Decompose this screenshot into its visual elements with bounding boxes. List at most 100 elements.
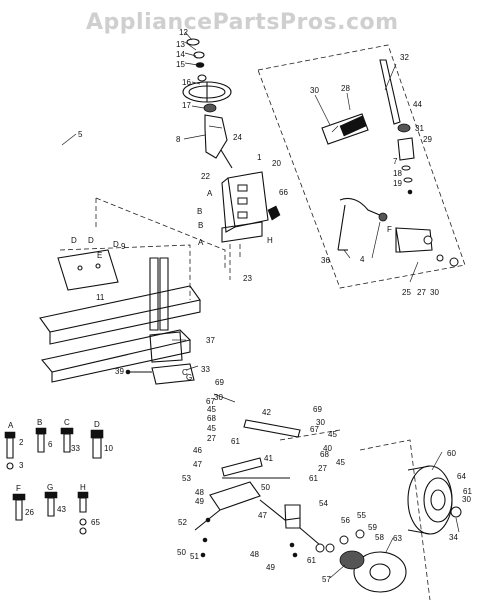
callout-16: 16 — [182, 78, 191, 87]
callout-50b: 50 — [177, 548, 186, 557]
callout-15: 15 — [176, 60, 185, 69]
callout-44: 44 — [413, 100, 422, 109]
callout-57: 57 — [322, 575, 331, 584]
callout-42: 42 — [262, 408, 271, 417]
callout-43: 43 — [57, 505, 66, 514]
callout-18: 18 — [393, 169, 402, 178]
callout-30d: 30 — [316, 418, 325, 427]
callout-25: 25 — [402, 288, 411, 297]
callout-11: 11 — [96, 293, 105, 302]
legend-letter-F: F — [16, 484, 21, 493]
letter-F-1: F — [387, 225, 392, 234]
letter-B-1: B — [197, 207, 202, 216]
callout-46: 46 — [193, 446, 202, 455]
callout-49a: 49 — [195, 497, 204, 506]
legend-letter-H: H — [80, 483, 86, 492]
callout-4: 4 — [360, 255, 365, 264]
callout-64: 64 — [457, 472, 466, 481]
callout-69a: 69 — [215, 378, 224, 387]
callout-14: 14 — [176, 50, 185, 59]
callout-5: 5 — [78, 130, 83, 139]
callout-45b: 45 — [207, 424, 216, 433]
letter-G-1: G — [186, 373, 192, 382]
callout-60: 60 — [447, 449, 456, 458]
callout-56: 56 — [341, 516, 350, 525]
callout-52: 52 — [178, 518, 187, 527]
callout-1: 1 — [257, 153, 262, 162]
callout-17: 17 — [182, 101, 191, 110]
callout-24: 24 — [233, 133, 242, 142]
brake-linkage-group — [194, 419, 365, 558]
letter-A-1: A — [207, 189, 213, 198]
legend-letter-B: B — [37, 418, 42, 427]
wheel-assembly — [339, 439, 462, 600]
callout-7: 7 — [393, 157, 398, 166]
callout-30b: 30 — [430, 288, 439, 297]
callout-61a: 61 — [231, 437, 240, 446]
callout-45a: 45 — [207, 405, 216, 414]
callout-47b: 47 — [258, 511, 267, 520]
callout-48b: 48 — [250, 550, 259, 559]
callout-2: 2 — [19, 438, 24, 447]
callout-68b: 68 — [320, 450, 329, 459]
callout-6: 6 — [48, 440, 53, 449]
callout-50a: 50 — [261, 483, 270, 492]
callout-26: 26 — [25, 508, 34, 517]
callout-8: 8 — [176, 135, 181, 144]
callout-49b: 49 — [266, 563, 275, 572]
callout-61b: 61 — [309, 474, 318, 483]
letter-B-2: B — [198, 221, 203, 230]
callout-13: 13 — [176, 40, 185, 49]
legend-letter-A: A — [8, 421, 14, 430]
callout-27c: 27 — [318, 464, 327, 473]
callout-45c: 45 — [328, 430, 337, 439]
callout-69b: 69 — [313, 405, 322, 414]
callout-63: 63 — [393, 534, 402, 543]
callout-10: 10 — [104, 444, 113, 453]
letter-H-1: H — [267, 236, 273, 245]
callout-20: 20 — [272, 159, 281, 168]
callout-27b: 27 — [207, 434, 216, 443]
callout-59: 59 — [368, 523, 377, 532]
callout-66: 66 — [279, 188, 288, 197]
callout-30c: 30 — [214, 393, 223, 402]
legend-letter-D: D — [94, 420, 100, 429]
callout-22: 22 — [201, 172, 210, 181]
callout-51: 51 — [190, 552, 199, 561]
letter-D-3: D — [113, 240, 119, 249]
callout-32: 32 — [400, 53, 409, 62]
leader-lines — [61, 31, 460, 579]
callout-19: 19 — [393, 179, 402, 188]
callout-labels: 1 2 3 4 5 6 7 8 9 10 11 12 13 14 15 16 1… — [19, 28, 472, 584]
callout-61d: 61 — [463, 487, 472, 496]
callout-34: 34 — [449, 533, 458, 542]
callout-61c: 61 — [307, 556, 316, 565]
callout-47a: 47 — [193, 460, 202, 469]
steering-wheel-assembly — [182, 38, 233, 169]
callout-9: 9 — [121, 242, 126, 251]
callout-40: 40 — [323, 444, 332, 453]
callout-30e: 30 — [462, 495, 471, 504]
callout-67b: 67 — [310, 425, 319, 434]
callout-3: 3 — [19, 461, 24, 470]
dash-panel-assembly — [221, 171, 281, 280]
letter-C-1: C — [182, 368, 188, 377]
callout-39: 39 — [115, 367, 124, 376]
site-watermark: AppliancePartsPros.com — [86, 10, 399, 35]
callout-45d: 45 — [336, 458, 345, 467]
callout-28: 28 — [341, 84, 350, 93]
letter-D-1: D — [71, 236, 77, 245]
letter-A-2: A — [198, 238, 204, 247]
callout-68a: 68 — [207, 414, 216, 423]
letter-E-1: E — [97, 251, 102, 260]
tractor-frame — [39, 197, 226, 385]
callout-30a: 30 — [310, 86, 319, 95]
hardware-legend — [4, 427, 104, 535]
callout-48a: 48 — [195, 488, 204, 497]
callout-23: 23 — [243, 274, 252, 283]
hardware-legend-labels: A B C D F G H — [8, 418, 100, 493]
steering-shaft-group — [257, 44, 466, 289]
callout-67a: 67 — [206, 397, 215, 406]
callout-41: 41 — [264, 454, 273, 463]
